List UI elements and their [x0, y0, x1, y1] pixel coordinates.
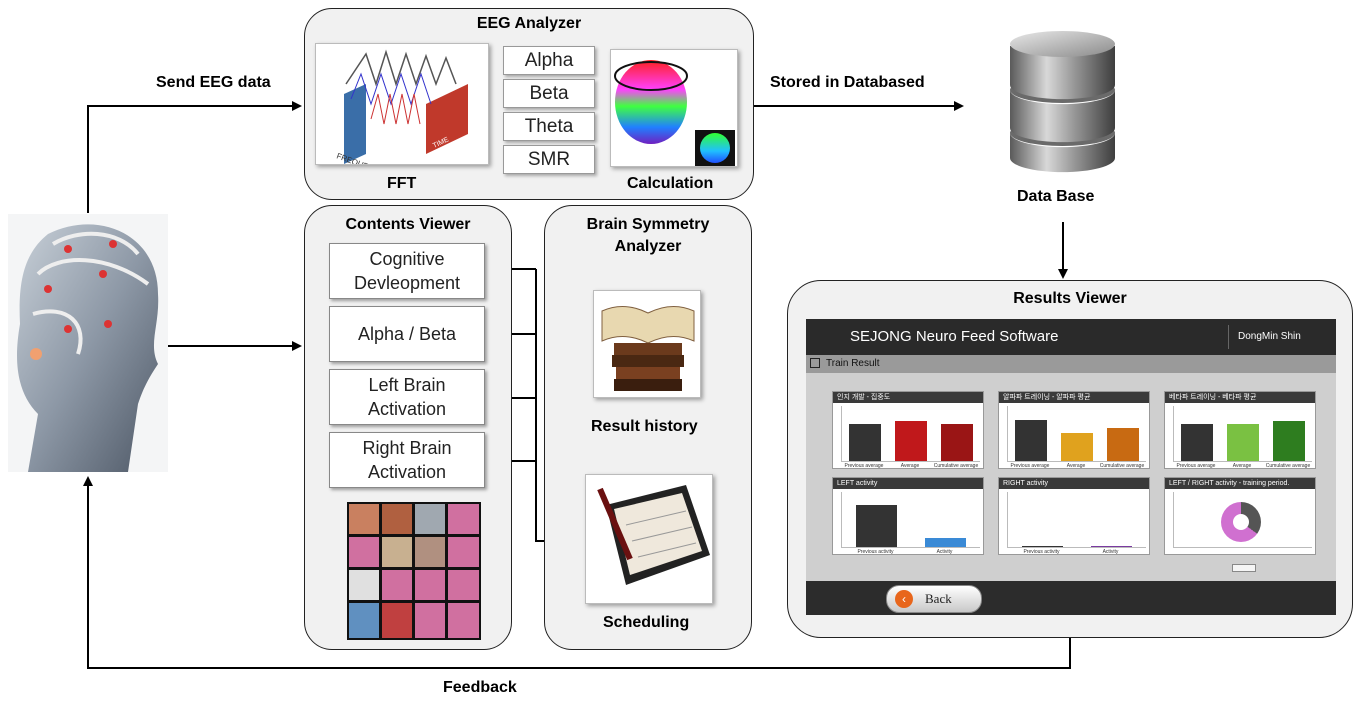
- scheduling-image: [585, 474, 713, 604]
- chart-title: 인지 개발 - 집중도: [833, 392, 983, 403]
- result-history-label: Result history: [591, 418, 698, 435]
- chart-bar: [1090, 545, 1133, 547]
- brain-symmetry-title-line2: Analyzer: [614, 238, 682, 255]
- content-item-right-brain[interactable]: Right Brain Activation: [329, 432, 485, 488]
- chart-title: LEFT activity: [833, 478, 983, 489]
- app-title: SEJONG Neuro Feed Software: [850, 328, 1059, 345]
- calculation-label: Calculation: [627, 175, 714, 192]
- chart-bar-label: Average: [900, 463, 920, 469]
- wave-smr: SMR: [503, 145, 595, 174]
- wave-alpha: Alpha: [503, 46, 595, 75]
- activity-donut: [1221, 502, 1261, 542]
- eeg-analyzer-panel: EEG Analyzer FREQUENCY TIME Alpha Beta T…: [304, 8, 754, 200]
- contents-mosaic-image: [347, 502, 481, 640]
- footer-bar: ‹ Back: [806, 581, 1336, 615]
- back-icon: ‹: [895, 590, 913, 608]
- contents-viewer-panel: Contents Viewer Cognitive Devleopment Al…: [304, 205, 512, 650]
- fft-image: FREQUENCY TIME: [315, 43, 489, 165]
- chart-bar-label: Previous average: [844, 463, 884, 469]
- wave-beta: Beta: [503, 79, 595, 108]
- content-item-line2: Activation: [367, 399, 447, 419]
- chart-title: 베타파 트레이닝 - 베타파 평균: [1165, 392, 1315, 403]
- chart-bar-label: Cumulative average: [933, 463, 979, 469]
- section-bar: Train Result: [806, 355, 1336, 373]
- chart-bar-label: Average: [1232, 463, 1252, 469]
- chart-bar-label: Previous activity: [857, 549, 894, 555]
- list-icon: [810, 358, 820, 368]
- send-eeg-label: Send EEG data: [156, 74, 271, 91]
- content-item-line2: Devleopment: [353, 273, 461, 293]
- chart-bar: [1021, 546, 1064, 547]
- chart-bar-label: Previous average: [1176, 463, 1216, 469]
- chart-bar: [1180, 424, 1214, 461]
- section-title: Train Result: [826, 358, 880, 369]
- chart-bar: [940, 424, 974, 461]
- database-label: Data Base: [1017, 188, 1095, 205]
- chart-bar-label: Average: [1066, 463, 1086, 469]
- fft-label: FFT: [387, 175, 417, 192]
- send-eeg-arrow: [87, 101, 302, 213]
- result-chart: 알파파 트레이닝 - 알파파 평균 Previous average Average…: [998, 391, 1150, 469]
- chart-bar: [1014, 420, 1048, 461]
- content-item-line2: Activation: [367, 462, 447, 482]
- result-chart: LEFT / RIGHT activity - training period.: [1164, 477, 1316, 555]
- content-item-cognitive[interactable]: Cognitive Devleopment: [329, 243, 485, 299]
- chart-bar-label: Activity: [936, 549, 953, 555]
- content-item-left-brain[interactable]: Left Brain Activation: [329, 369, 485, 425]
- chart-bar: [1060, 432, 1094, 461]
- scheduling-label: Scheduling: [603, 614, 690, 631]
- app-header: SEJONG Neuro Feed Software DongMin Shin: [806, 319, 1336, 355]
- chart-bar: [1272, 421, 1306, 461]
- chart-bar-label: Previous activity: [1023, 549, 1060, 555]
- chart-bar: [1226, 424, 1260, 461]
- results-screen: SEJONG Neuro Feed Software DongMin Shin …: [806, 319, 1336, 615]
- eeg-head-image: [8, 214, 168, 472]
- small-button[interactable]: [1232, 564, 1256, 572]
- chart-title: LEFT / RIGHT activity - training period.: [1165, 478, 1315, 489]
- chart-bar: [848, 424, 882, 461]
- content-item-line1: Left Brain: [368, 375, 446, 395]
- content-item-alpha-beta[interactable]: Alpha / Beta: [329, 306, 485, 362]
- result-chart: 인지 개발 - 집중도 Previous average Average Cumula…: [832, 391, 984, 469]
- result-history-image: [593, 290, 701, 398]
- brain-map-image: [610, 49, 738, 167]
- brain-symmetry-panel: Brain Symmetry Analyzer Result history S…: [544, 205, 752, 650]
- chart-bar: [924, 537, 967, 547]
- chart-title: RIGHT activity: [999, 478, 1149, 489]
- chart-bar-label: Previous average: [1010, 463, 1050, 469]
- chart-title: 알파파 트레이닝 - 알파파 평균: [999, 392, 1149, 403]
- chart-bar-label: Cumulative average: [1265, 463, 1311, 469]
- feedback-label: Feedback: [443, 679, 517, 696]
- wave-theta: Theta: [503, 112, 595, 141]
- content-item-line1: Right Brain: [362, 438, 452, 458]
- brain-symmetry-title-line1: Brain Symmetry: [586, 216, 710, 233]
- content-item-line1: Alpha / Beta: [357, 324, 457, 344]
- contents-viewer-title: Contents Viewer: [345, 216, 471, 233]
- database-icon: [1005, 28, 1120, 178]
- chart-bar-label: Cumulative average: [1099, 463, 1145, 469]
- chart-bar: [855, 505, 898, 547]
- results-viewer-panel: Results Viewer SEJONG Neuro Feed Softwar…: [787, 280, 1353, 638]
- header-divider: [1228, 325, 1229, 349]
- back-label: Back: [925, 591, 952, 606]
- charts-area: 인지 개발 - 집중도 Previous average Average Cumula…: [832, 391, 1316, 555]
- eeg-analyzer-title: EEG Analyzer: [476, 15, 582, 32]
- back-button[interactable]: ‹ Back: [886, 585, 982, 613]
- chart-bar-label: Activity: [1102, 549, 1119, 555]
- content-item-line1: Cognitive: [369, 249, 445, 269]
- chart-bar: [1106, 427, 1140, 461]
- stored-label: Stored in Databased: [770, 74, 925, 91]
- results-viewer-title: Results Viewer: [1013, 290, 1127, 307]
- result-chart: 베타파 트레이닝 - 베타파 평균 Previous average Average…: [1164, 391, 1316, 469]
- user-name: DongMin Shin: [1238, 331, 1301, 342]
- chart-bar: [894, 421, 928, 461]
